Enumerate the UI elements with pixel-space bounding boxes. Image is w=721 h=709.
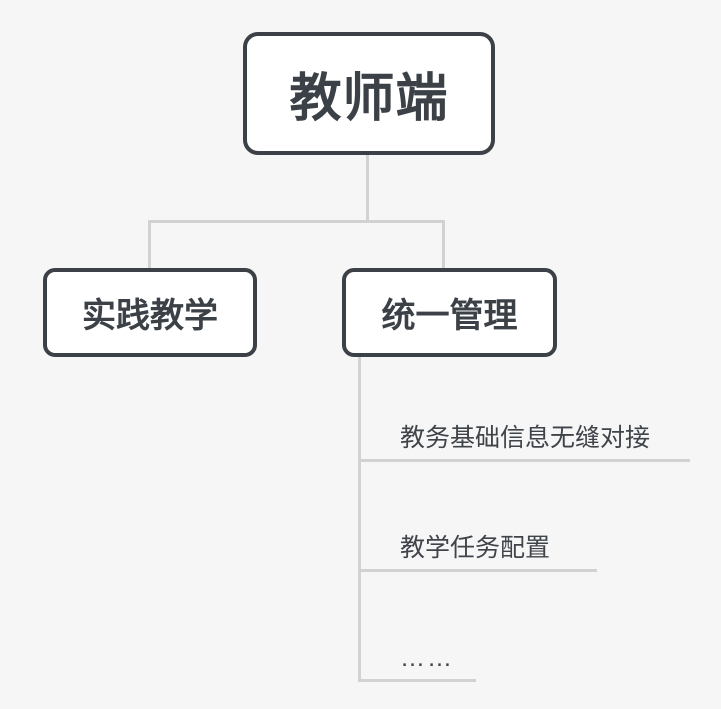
subtopic-ellipsis-label: …… bbox=[400, 644, 454, 672]
subtopic-underline-2 bbox=[358, 569, 597, 572]
node-root[interactable]: 教师端 bbox=[243, 32, 495, 155]
subtopic-ellipsis[interactable]: …… bbox=[400, 646, 454, 671]
subtopic-teaching-task-config[interactable]: 教学任务配置 bbox=[400, 536, 550, 561]
connector-left-child-drop bbox=[148, 220, 151, 268]
connector-subtopic-spine bbox=[358, 356, 361, 682]
node-practical-teaching-label: 实践教学 bbox=[82, 297, 218, 335]
subtopic-underline-1 bbox=[358, 459, 690, 462]
node-practical-teaching[interactable]: 实践教学 bbox=[43, 268, 257, 357]
subtopic-basic-info-integration-label: 教务基础信息无缝对接 bbox=[400, 424, 651, 452]
node-unified-management[interactable]: 统一管理 bbox=[342, 268, 557, 357]
subtopic-basic-info-integration[interactable]: 教务基础信息无缝对接 bbox=[400, 426, 650, 451]
node-unified-management-label: 统一管理 bbox=[381, 297, 518, 335]
node-root-label: 教师端 bbox=[289, 70, 449, 128]
subtopic-teaching-task-config-label: 教学任务配置 bbox=[400, 534, 551, 562]
subtopic-underline-3 bbox=[358, 679, 476, 682]
connector-right-child-drop bbox=[442, 220, 445, 268]
connector-root-vertical bbox=[366, 155, 369, 223]
connector-branch-horizontal bbox=[148, 220, 445, 223]
